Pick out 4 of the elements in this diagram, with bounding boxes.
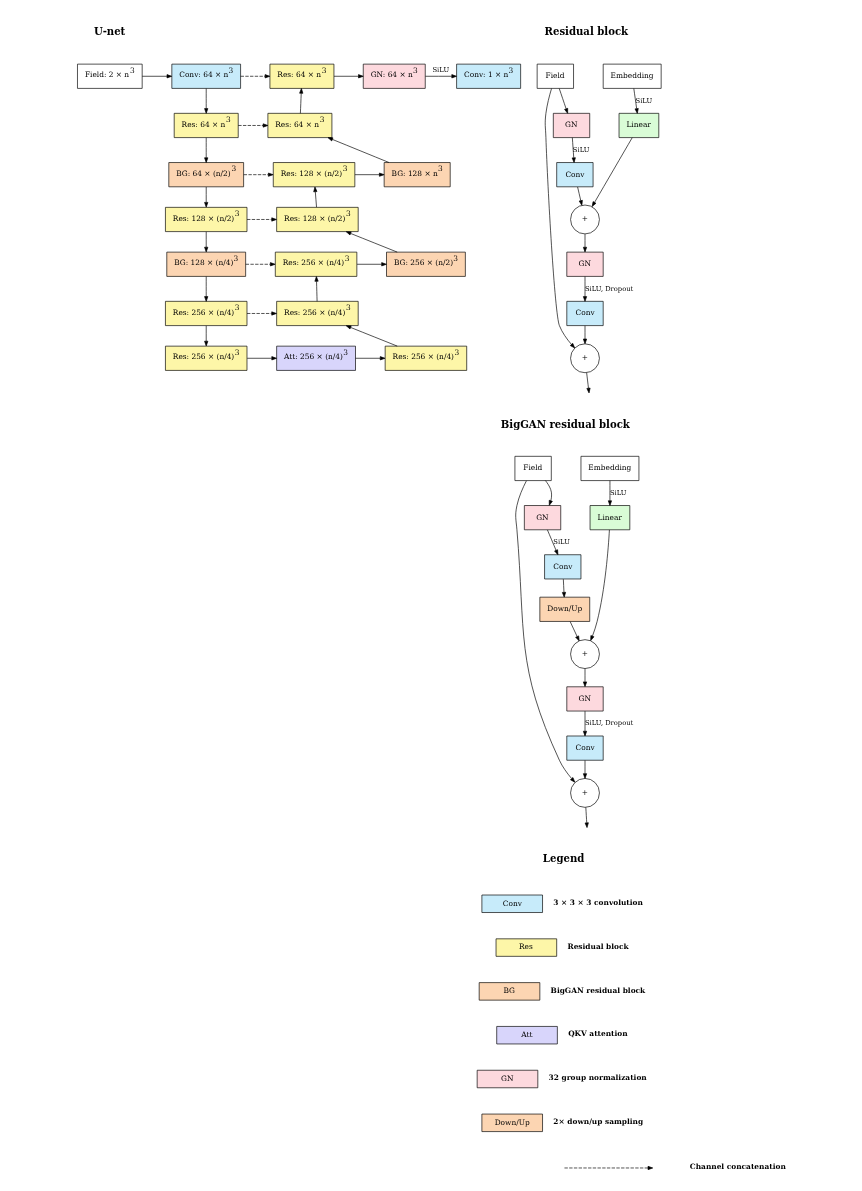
label: Residual block: [544, 26, 628, 38]
label: Legend: [542, 853, 584, 865]
label: U-net: [93, 26, 125, 38]
label: BigGAN residual block: [500, 418, 630, 430]
